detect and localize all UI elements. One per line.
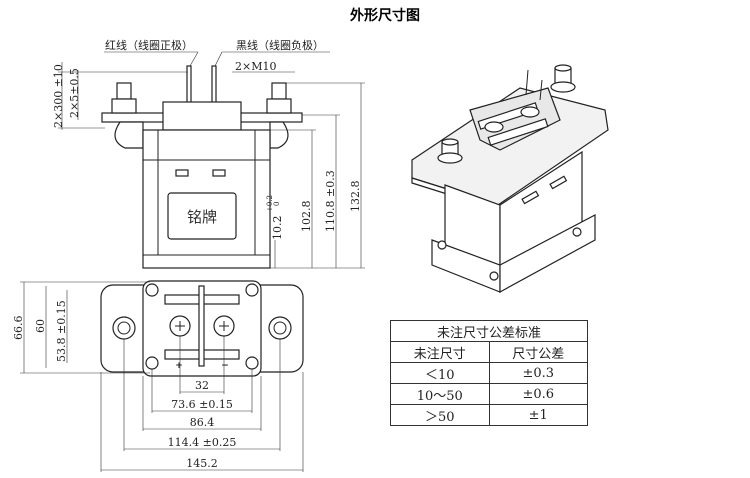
right-stud xyxy=(271,82,287,100)
thread-label: 2×M10 xyxy=(235,60,276,73)
dim-86-4: 86.4 xyxy=(190,416,215,429)
strip-length-dim: 2×5±0.5 xyxy=(68,68,81,118)
nameplate-label: 铭牌 xyxy=(187,208,217,226)
dim-66-6: 66.6 xyxy=(12,316,25,341)
size-cell: ＜10 xyxy=(390,362,490,384)
tolerance-cell: ±0.3 xyxy=(488,362,588,384)
dim-10-2-upper-tol: +0.2 xyxy=(266,195,274,212)
front-view: 红线（线圈正极） 黑线（线圈负极） 2×M10 铭牌 xyxy=(52,38,365,269)
table-row: ＞50 ±1 xyxy=(390,404,588,426)
dim-110-8: 110.8 ±0.3 xyxy=(324,170,337,232)
negative-mark: − xyxy=(221,361,229,371)
red-wire-label: 红线（线圈正极） xyxy=(105,38,193,52)
dim-132-8: 132.8 xyxy=(349,181,362,213)
tolerance-cell: ±1 xyxy=(488,404,588,426)
isometric-view xyxy=(411,64,609,294)
left-stud xyxy=(116,82,132,100)
drawing-title: 外形尺寸图 xyxy=(350,7,420,24)
positive-mark: + xyxy=(175,361,183,371)
dim-114-4: 114.4 ±0.25 xyxy=(168,436,237,449)
tolerance-table: 未注尺寸公差标准 未注尺寸 尺寸公差 ＜10 ±0.3 10～50 ±0.6 ＞… xyxy=(390,320,588,426)
header-tolerance: 尺寸公差 xyxy=(488,341,588,363)
bottom-view: + − 66.6 60 53.8 ±0.15 32 73.6 ±0.15 86.… xyxy=(12,280,304,472)
dim-10-2: 10.2 xyxy=(271,216,284,241)
dim-60: 60 xyxy=(34,319,47,333)
table-row: 10～50 ±0.6 xyxy=(390,383,588,405)
size-cell: ＞50 xyxy=(390,404,490,426)
dim-53-8: 53.8 ±0.15 xyxy=(55,300,68,362)
wire-length-dim: 2×300 ±10 xyxy=(52,64,65,128)
table-row: ＜10 ±0.3 xyxy=(390,362,588,384)
header-nominal-size: 未注尺寸 xyxy=(390,341,490,363)
tolerance-table-caption: 未注尺寸公差标准 xyxy=(390,320,588,342)
black-wire-label: 黑线（线圈负极） xyxy=(236,38,324,52)
tolerance-cell: ±0.6 xyxy=(488,383,588,405)
size-cell: 10～50 xyxy=(390,383,490,405)
nameplate xyxy=(167,192,237,240)
dim-145-2: 145.2 xyxy=(186,457,218,470)
dim-32: 32 xyxy=(195,379,209,392)
dim-102-8: 102.8 xyxy=(300,201,313,233)
dim-73-6: 73.6 ±0.15 xyxy=(171,398,233,411)
dim-10-2-lower-tol: 0 xyxy=(273,202,281,206)
